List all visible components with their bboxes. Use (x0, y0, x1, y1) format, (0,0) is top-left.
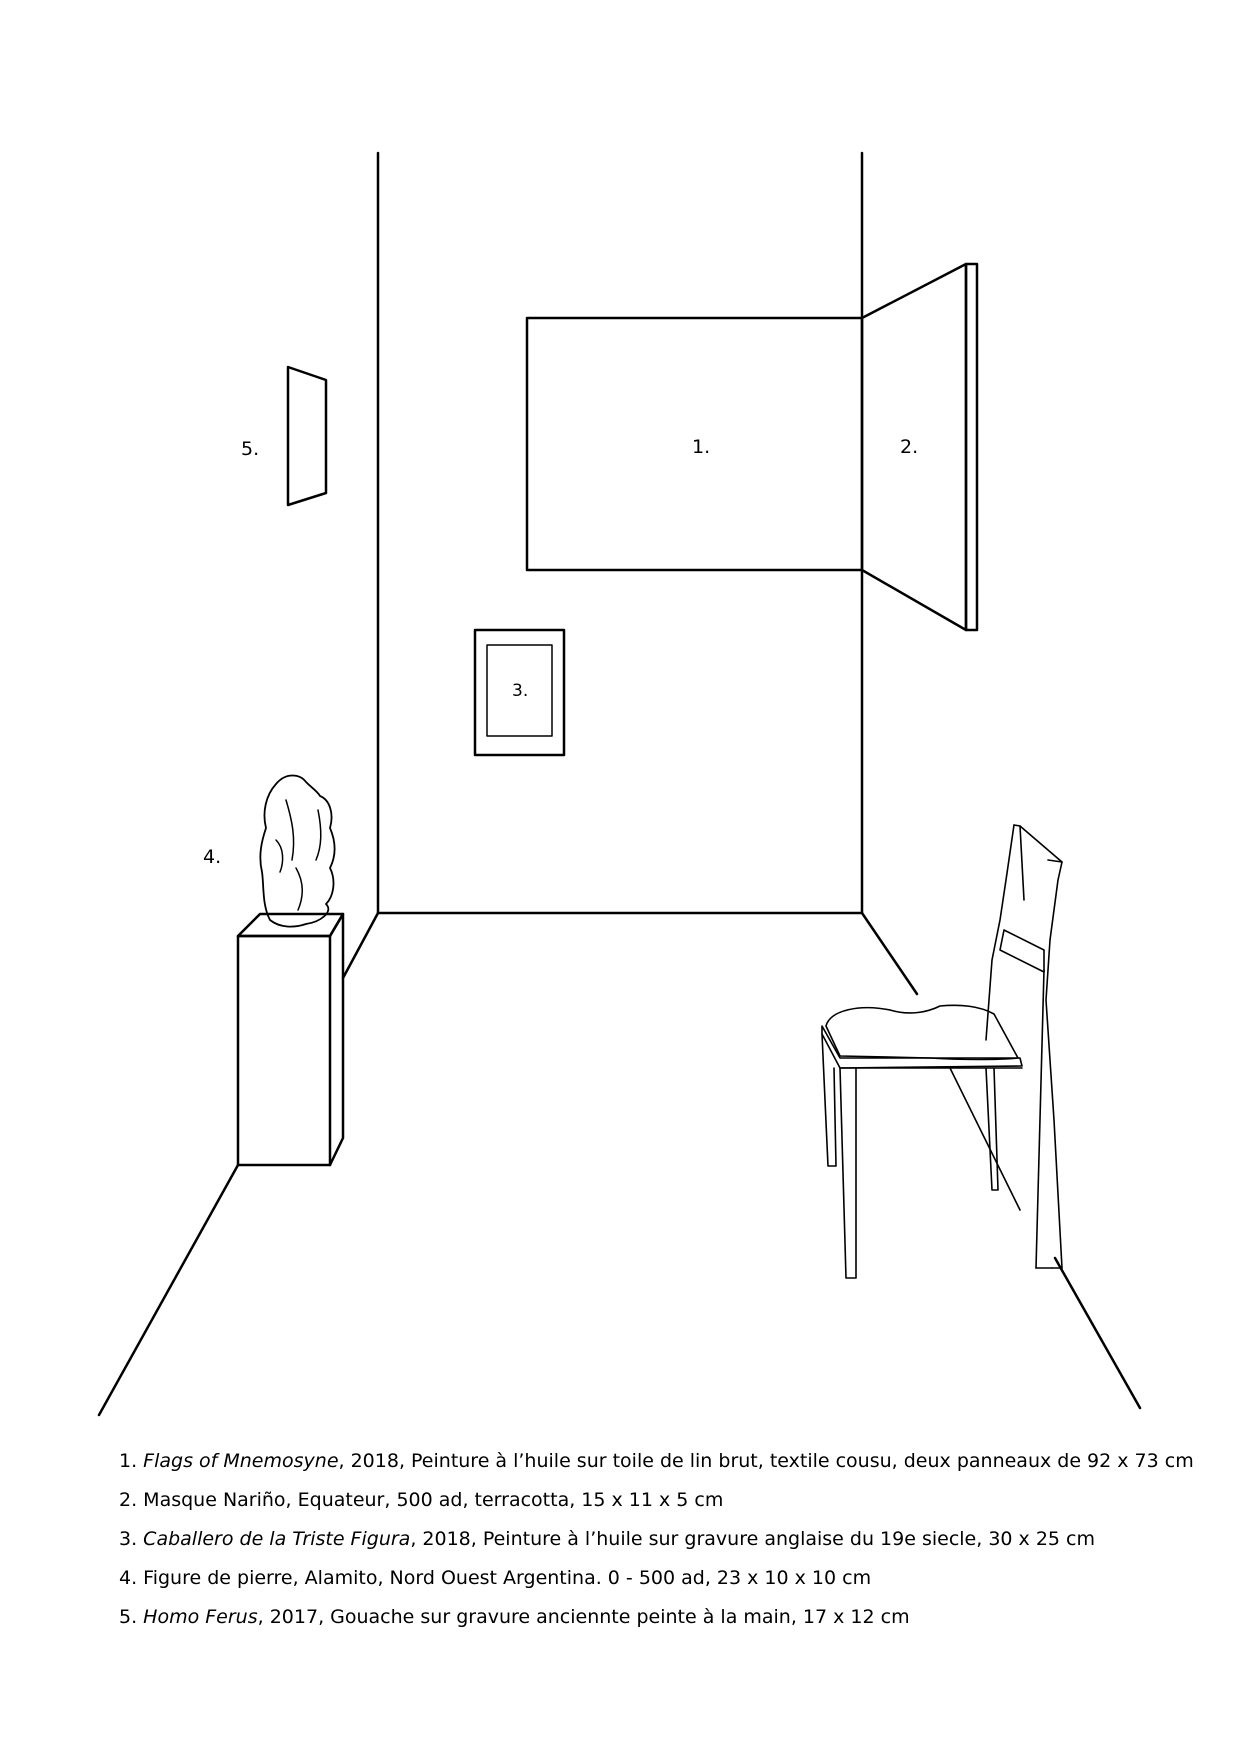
chair (821, 824, 1063, 1279)
legend-item-4: 4. Figure de pierre, Alamito, Nord Ouest… (119, 1567, 872, 1589)
pedestal-side (328, 912, 345, 1167)
floor-left-edge-upper (341, 911, 380, 980)
floor-right-edge-upper (860, 911, 919, 996)
pedestal-front (236, 934, 332, 1167)
legend-item-1: 1. Flags of Mnemosyne, 2018, Peinture à … (119, 1450, 1194, 1472)
stone-contour-3 (295, 867, 303, 911)
artwork-legend: 1. Flags of Mnemosyne, 2018, Peinture à … (119, 1450, 1199, 1645)
marker-5: 5. (241, 438, 260, 460)
marker-4: 4. (203, 846, 222, 868)
pedestal-top (236, 912, 345, 938)
artwork-3-frame (473, 628, 566, 757)
stone-contour-4 (315, 809, 322, 861)
artwork-2-panel-edge (964, 262, 979, 632)
artwork-1-painting (525, 316, 864, 572)
artwork-5-frame (286, 365, 328, 507)
legend-item-5: 5. Homo Ferus, 2017, Gouache sur gravure… (119, 1606, 910, 1628)
stone-contour-2 (275, 839, 284, 873)
marker-3: 3. (512, 681, 529, 701)
artwork-3-mat (486, 644, 553, 737)
floor-left-edge-lower (97, 1163, 240, 1417)
room-diagram (97, 151, 1142, 1417)
floor-right-edge-lower (1053, 1256, 1142, 1410)
legend-item-3: 3. Caballero de la Triste Figura, 2018, … (119, 1528, 1095, 1550)
artwork-4-stone-figure (259, 774, 336, 928)
legend-item-2: 2. Masque Nariño, Equateur, 500 ad, terr… (119, 1489, 724, 1511)
stone-contour-1 (285, 799, 295, 861)
marker-1: 1. (692, 436, 711, 458)
marker-2: 2. (900, 436, 919, 458)
